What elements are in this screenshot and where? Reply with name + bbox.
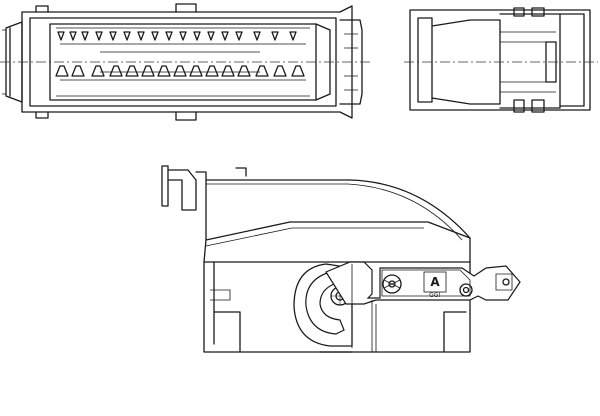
- locking-lever: [325, 261, 521, 305]
- pin-row-top: [57, 31, 297, 41]
- pin-row-bottom: [55, 65, 305, 77]
- marking-code: GG!: [429, 292, 441, 299]
- lever-cam: [293, 263, 353, 347]
- top-view-connector: [0, 3, 372, 121]
- side-view-hood: A GG!: [161, 165, 521, 353]
- lever-marking: A GG!: [423, 271, 447, 299]
- end-view-connector: [404, 7, 598, 113]
- marking-letter: A: [430, 275, 440, 289]
